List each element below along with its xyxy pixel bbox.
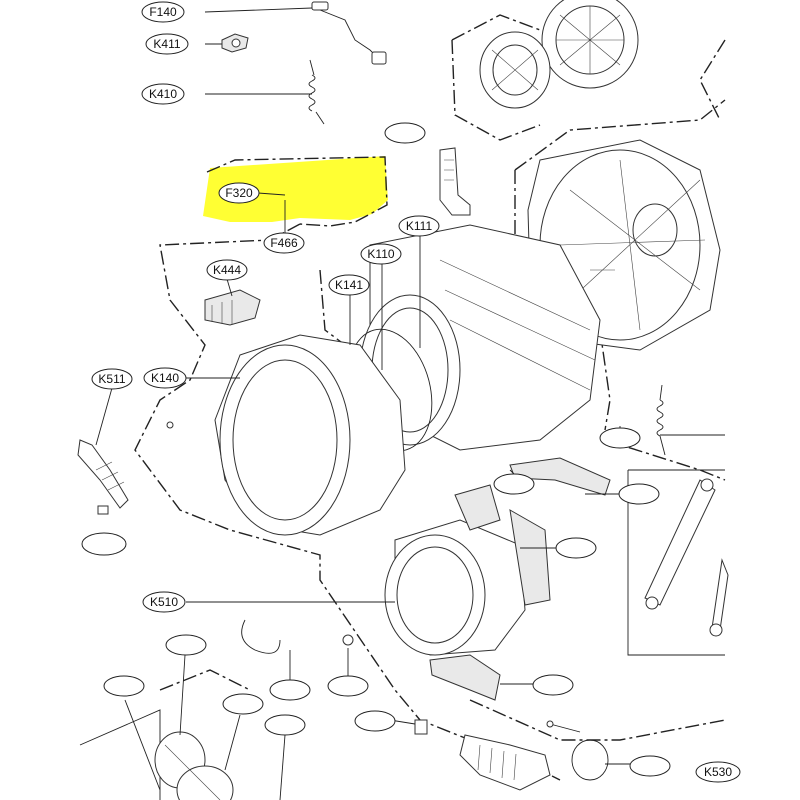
wire-loop bbox=[241, 619, 281, 654]
empty-callout bbox=[222, 693, 264, 715]
empty-callout bbox=[493, 473, 535, 495]
highlight-region bbox=[203, 156, 388, 222]
callout-label: F320 bbox=[225, 186, 253, 200]
front-frame-k510 bbox=[342, 484, 551, 656]
bolt-bottom bbox=[546, 720, 581, 733]
empty-callout bbox=[264, 714, 306, 736]
callout-k510: K510 bbox=[142, 591, 186, 613]
bracket-k444 bbox=[204, 289, 261, 326]
rear-assembly-outline bbox=[451, 14, 541, 141]
spring-k410 bbox=[308, 59, 325, 125]
drum bbox=[359, 224, 615, 451]
front-tub-k140 bbox=[166, 334, 406, 536]
hose-clamp bbox=[571, 739, 609, 781]
empty-callout bbox=[629, 755, 671, 777]
front-assembly-outline bbox=[134, 223, 561, 781]
empty-callout bbox=[103, 675, 145, 697]
callout-k141: K141 bbox=[328, 274, 370, 296]
rotor-assembly bbox=[479, 0, 639, 109]
small-screw-bottom bbox=[414, 719, 428, 735]
sump-hose bbox=[459, 734, 551, 791]
pump-assembly bbox=[154, 731, 234, 800]
empty-callout bbox=[599, 427, 641, 449]
empty-callout bbox=[384, 122, 426, 144]
callout-k444: K444 bbox=[206, 259, 248, 281]
callout-label: K111 bbox=[406, 219, 433, 233]
clip-k411 bbox=[221, 33, 249, 53]
right-side-outline bbox=[604, 39, 726, 481]
bottom-left-box bbox=[79, 709, 161, 800]
bottom-dashed-right bbox=[469, 699, 726, 741]
empty-callout bbox=[555, 537, 597, 559]
callout-label: K141 bbox=[335, 278, 363, 292]
callout-label: F140 bbox=[149, 5, 177, 19]
callout-label: K444 bbox=[213, 263, 241, 277]
callout-k140: K140 bbox=[143, 367, 187, 389]
callout-f466: F466 bbox=[263, 232, 305, 254]
damper-left bbox=[644, 478, 716, 610]
callout-k110: K110 bbox=[360, 243, 402, 265]
spring-right bbox=[656, 384, 666, 456]
callout-label: K530 bbox=[704, 765, 732, 779]
empty-callout bbox=[81, 532, 127, 556]
callout-f140: F140 bbox=[141, 1, 185, 23]
callout-k410: K410 bbox=[141, 83, 185, 105]
empty-callout bbox=[532, 674, 574, 696]
callout-k111: K111 bbox=[398, 215, 440, 237]
tub-outline-left bbox=[319, 269, 346, 346]
empty-callouts bbox=[81, 122, 671, 777]
callout-label: K411 bbox=[153, 37, 180, 51]
air-hose bbox=[439, 147, 471, 216]
callout-f320: F320 bbox=[218, 182, 260, 204]
empty-callout bbox=[354, 710, 396, 732]
damper-box bbox=[627, 469, 725, 656]
leader-lines bbox=[95, 7, 725, 800]
hose-k511 bbox=[77, 439, 129, 515]
callout-label: K511 bbox=[98, 372, 125, 386]
callout-label: K140 bbox=[151, 371, 179, 385]
empty-callout bbox=[618, 483, 660, 505]
callout-k530: K530 bbox=[695, 761, 741, 783]
empty-callout bbox=[327, 675, 369, 697]
empty-callout bbox=[165, 634, 207, 656]
support-bracket-bottom bbox=[429, 654, 501, 701]
wire-harness-f140 bbox=[311, 1, 387, 65]
callout-k411: K411 bbox=[145, 33, 189, 55]
callout-k511: K511 bbox=[91, 368, 133, 390]
callout-label: K110 bbox=[367, 247, 394, 261]
callout-label: F466 bbox=[270, 236, 298, 250]
empty-callout bbox=[269, 679, 311, 701]
callout-label: K410 bbox=[149, 87, 177, 101]
damper-right bbox=[709, 558, 729, 637]
callout-label: K510 bbox=[150, 595, 178, 609]
highlight-dashed-border bbox=[206, 156, 388, 227]
bottom-dashed-left bbox=[159, 669, 251, 691]
